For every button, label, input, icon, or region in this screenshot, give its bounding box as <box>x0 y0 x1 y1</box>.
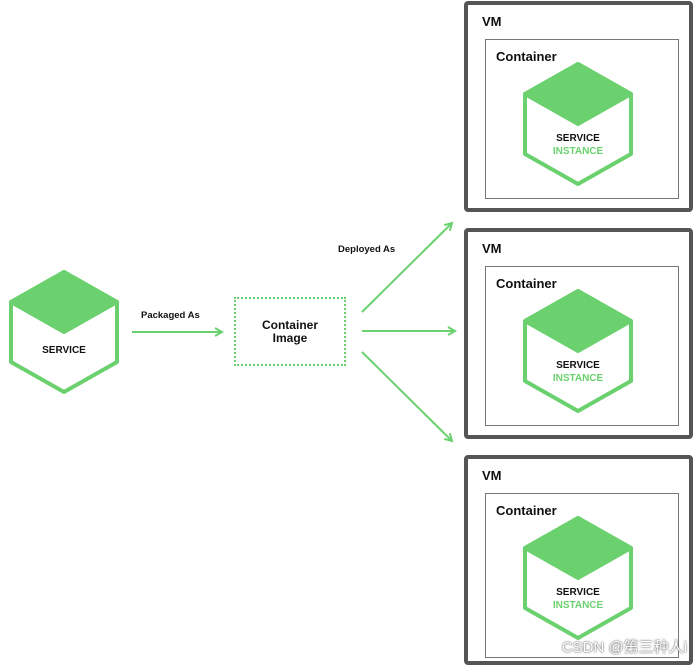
service-instance-hexagon-icon <box>523 289 633 413</box>
vm-box-1: VM Container SERVICE INSTANCE <box>464 1 693 212</box>
container-image-box: Container Image <box>234 297 346 366</box>
vm-label: VM <box>482 14 502 29</box>
instance-line2: INSTANCE <box>552 373 604 384</box>
container-label: Container <box>496 276 557 291</box>
vm-label: VM <box>482 241 502 256</box>
container-label: Container <box>496 503 557 518</box>
service-instance-hexagon-icon <box>523 516 633 640</box>
watermark: CSDN @第三种人i <box>561 639 687 656</box>
instance-line1: SERVICE <box>556 587 600 598</box>
deployed-as-label: Deployed As <box>338 244 396 255</box>
service-instance-hexagon-icon <box>523 62 633 186</box>
vm-box-2: VM Container SERVICE INSTANCE <box>464 228 693 439</box>
service-hexagon-icon <box>9 270 119 394</box>
service-node: SERVICE <box>8 270 120 394</box>
vm-label: VM <box>482 468 502 483</box>
instance-line2: INSTANCE <box>552 600 604 611</box>
packaged-as-label: Packaged As <box>141 310 200 321</box>
deployed-arrow-top <box>361 223 452 313</box>
container-box: Container SERVICE INSTANCE <box>485 266 679 426</box>
instance-line2: INSTANCE <box>552 146 604 157</box>
service-instance-node: SERVICE INSTANCE <box>522 62 634 186</box>
container-box: Container SERVICE INSTANCE <box>485 39 679 199</box>
container-label: Container <box>496 49 557 64</box>
vm-box-3: VM Container SERVICE INSTANCE <box>464 455 693 665</box>
instance-line1: SERVICE <box>556 360 600 371</box>
container-image-line2: Image <box>272 330 308 345</box>
deployed-arrow-bottom <box>361 351 452 441</box>
container-image-line1: Container <box>261 317 318 332</box>
instance-line1: SERVICE <box>556 133 600 144</box>
container-box: Container SERVICE INSTANCE <box>485 493 679 658</box>
service-label: SERVICE <box>42 345 86 356</box>
service-instance-node: SERVICE INSTANCE <box>522 289 634 413</box>
service-instance-node: SERVICE INSTANCE <box>522 516 634 640</box>
